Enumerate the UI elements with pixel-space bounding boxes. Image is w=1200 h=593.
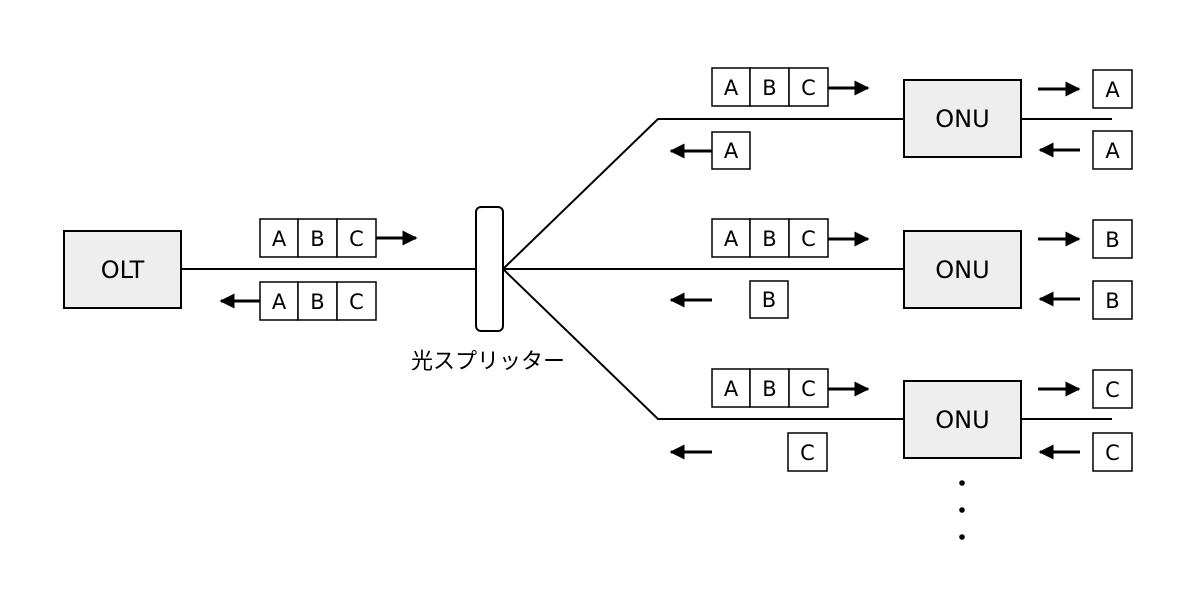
frame-cell: C <box>1105 441 1120 465</box>
onu-label: ONU <box>935 256 989 284</box>
optical-splitter <box>475 206 504 332</box>
frame-cell: B <box>762 288 776 312</box>
frame-cell: B <box>762 76 776 100</box>
onu-label: ONU <box>935 406 989 434</box>
single-frame-onu2-out: B <box>1092 219 1133 259</box>
ellipsis-vertical-icon <box>959 480 965 540</box>
branch-fiber-bottom <box>502 268 904 420</box>
frame-cell: B <box>1105 228 1119 252</box>
single-frame-onu2-up: B <box>749 280 789 319</box>
olt-label: OLT <box>101 256 145 284</box>
frame-cell: C <box>349 290 364 314</box>
single-frame-onu3-out: C <box>1092 369 1133 409</box>
frame-cell: B <box>1105 289 1119 313</box>
single-frame-onu1-out: A <box>1092 69 1133 109</box>
frame-cell: B <box>762 377 776 401</box>
frame-cell: A <box>272 227 287 251</box>
splitter-label: 光スプリッター <box>411 350 565 375</box>
frame-cell: A <box>1105 78 1120 102</box>
frame-group-olt-up: A B C <box>259 281 377 321</box>
frame-cell: A <box>724 377 739 401</box>
frame-group-onu1-down: A B C <box>711 67 829 107</box>
frame-cell: B <box>310 227 324 251</box>
frame-group-onu3-down: A B C <box>711 368 829 408</box>
frame-cell: A <box>724 139 739 163</box>
single-frame-onu2-in: B <box>1092 280 1133 320</box>
frame-cell: C <box>801 227 816 251</box>
frame-cell: C <box>801 76 816 100</box>
single-frame-onu1-in: A <box>1092 130 1133 170</box>
frame-cell: C <box>349 227 364 251</box>
frame-cell: A <box>724 227 739 251</box>
branch-fiber-top <box>502 118 904 270</box>
frame-cell: A <box>724 76 739 100</box>
onu-node-bottom: ONU <box>903 380 1022 459</box>
frame-cell: C <box>1105 378 1120 402</box>
frame-cell: C <box>801 377 816 401</box>
olt-node: OLT <box>63 230 182 309</box>
frame-cell: B <box>762 227 776 251</box>
frame-group-onu2-down: A B C <box>711 218 829 258</box>
single-frame-onu3-up: C <box>787 432 828 472</box>
frame-cell: B <box>310 290 324 314</box>
frame-cell: A <box>272 290 287 314</box>
onu-node-middle: ONU <box>903 230 1022 309</box>
onu-label: ONU <box>935 105 989 133</box>
frame-cell: A <box>1105 139 1120 163</box>
single-frame-onu3-in: C <box>1092 432 1133 472</box>
frame-cell: C <box>800 441 815 465</box>
frame-group-olt-down: A B C <box>259 218 377 258</box>
single-frame-onu1-up: A <box>711 131 751 170</box>
onu-node-top: ONU <box>903 79 1022 158</box>
